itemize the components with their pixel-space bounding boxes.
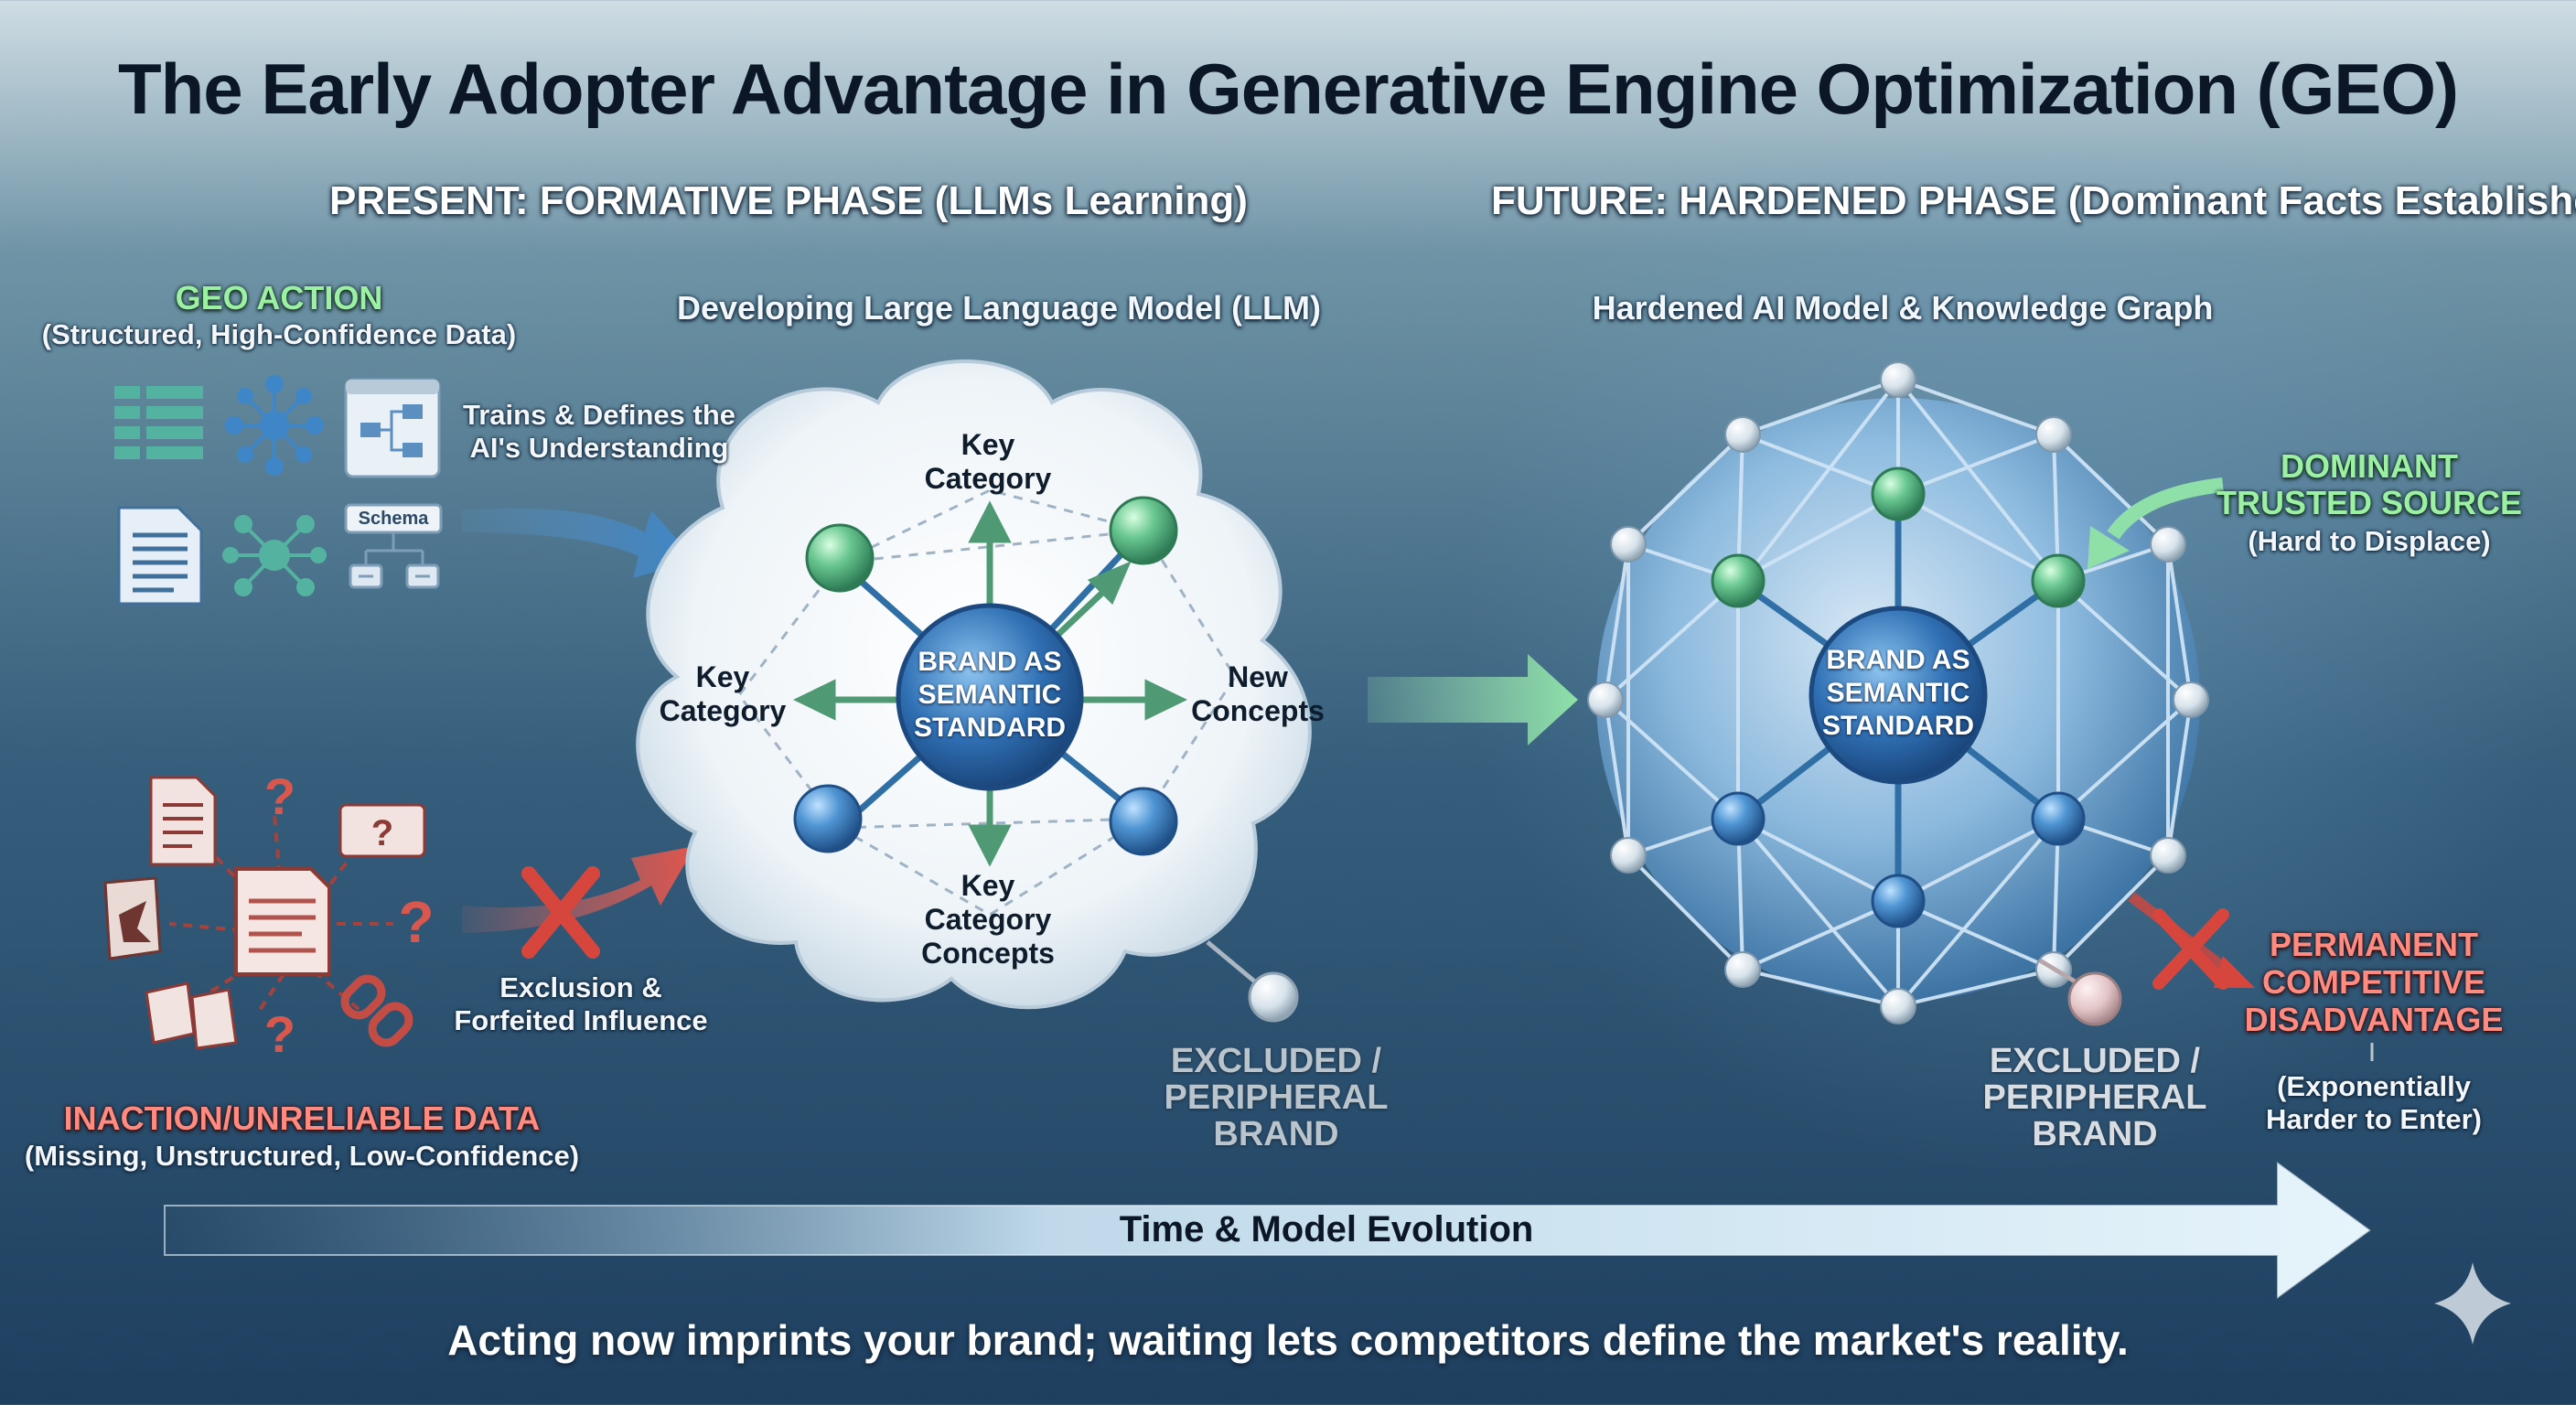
- page-title: The Early Adopter Advantage in Generativ…: [118, 48, 2459, 129]
- excluded-node-future: [2038, 958, 2122, 1026]
- node-label-bottom: Key Category Concepts: [921, 869, 1055, 970]
- inaction-subtitle: (Missing, Unstructured, Low-Confidence): [24, 1140, 580, 1172]
- future-heading: FUTURE: HARDENED PHASE (Dominant Facts E…: [1491, 178, 2576, 223]
- timeline-arrow: [164, 1162, 2371, 1299]
- exclusion-arrow: [462, 846, 695, 933]
- network-icon: [222, 515, 327, 596]
- inaction-icons: ? ? ? ?: [103, 767, 435, 1063]
- permanent-subtitle: (Exponentially Harder to Enter): [2266, 1070, 2482, 1135]
- graph-title: Hardened AI Model & Knowledge Graph: [1592, 289, 2214, 327]
- geo-action-title: GEO ACTION: [175, 279, 383, 316]
- trains-arrow: [462, 508, 695, 578]
- network-icon: [225, 375, 324, 476]
- node-label-top: Key Category: [924, 428, 1052, 495]
- exclusion-label: Exclusion & Forfeited Influence: [454, 971, 708, 1036]
- excluded-node-present: [1206, 940, 1299, 1023]
- schema-icon: [344, 503, 443, 589]
- dominant-arrow: [2088, 477, 2224, 569]
- llm-dashed-links: [737, 488, 1237, 917]
- flowchart-icon: [344, 378, 441, 478]
- schema-label: Schema: [358, 509, 429, 529]
- document-icon: [149, 776, 217, 866]
- footer-tagline: Acting now imprints your brand; waiting …: [447, 1316, 2129, 1364]
- broken-link-icon: [340, 974, 413, 1047]
- document-icon: [117, 506, 203, 606]
- geo-action-subtitle: (Structured, High-Confidence Data): [41, 318, 517, 350]
- excluded-label-future: EXCLUDED / PERIPHERAL BRAND: [1982, 1042, 2207, 1153]
- node-label-right: New Concepts: [1191, 660, 1325, 727]
- x-mark-icon: [521, 866, 600, 959]
- torn-paper-icon: [145, 981, 238, 1050]
- table-icon: [114, 386, 203, 459]
- inaction-title: INACTION/UNRELIABLE DATA: [63, 1099, 541, 1137]
- core-label-future: BRAND AS SEMANTIC STANDARD: [1821, 645, 1975, 741]
- core-label-present: BRAND AS SEMANTIC STANDARD: [913, 647, 1067, 743]
- llm-arrows: [792, 500, 1188, 867]
- evolution-arrow: [1368, 654, 1578, 745]
- sphere-inner-nodes: [1711, 467, 2086, 928]
- trains-label: Trains & Defines the AI's Understanding: [462, 399, 736, 464]
- document-icon: [234, 867, 331, 976]
- torn-paper-icon: [103, 876, 162, 960]
- node-label-left: Key Category: [659, 660, 787, 727]
- excluded-label-present: EXCLUDED / PERIPHERAL BRAND: [1164, 1042, 1389, 1153]
- question-icon: ?: [398, 889, 434, 955]
- question-icon: ?: [371, 813, 393, 853]
- dominant-title: DOMINANT TRUSTED SOURCE: [2216, 447, 2523, 521]
- timeline-label: Time & Model Evolution: [1119, 1209, 1534, 1249]
- disadvantage-arrow: [2128, 892, 2374, 1061]
- question-box-icon: [338, 803, 426, 858]
- llm-nodes: [793, 496, 1178, 856]
- sphere-outer-nodes: [1587, 361, 2209, 1024]
- permanent-title: PERMANENT COMPETITIVE DISADVANTAGE: [2244, 926, 2504, 1038]
- llm-title: Developing Large Language Model (LLM): [677, 289, 1322, 327]
- dominant-subtitle: (Hard to Displace): [2248, 525, 2491, 557]
- question-icon: ?: [264, 767, 295, 825]
- sparkle-icon: [2434, 1262, 2511, 1345]
- question-icon: ?: [264, 1005, 295, 1063]
- present-heading: PRESENT: FORMATIVE PHASE (LLMs Learning): [329, 178, 1248, 223]
